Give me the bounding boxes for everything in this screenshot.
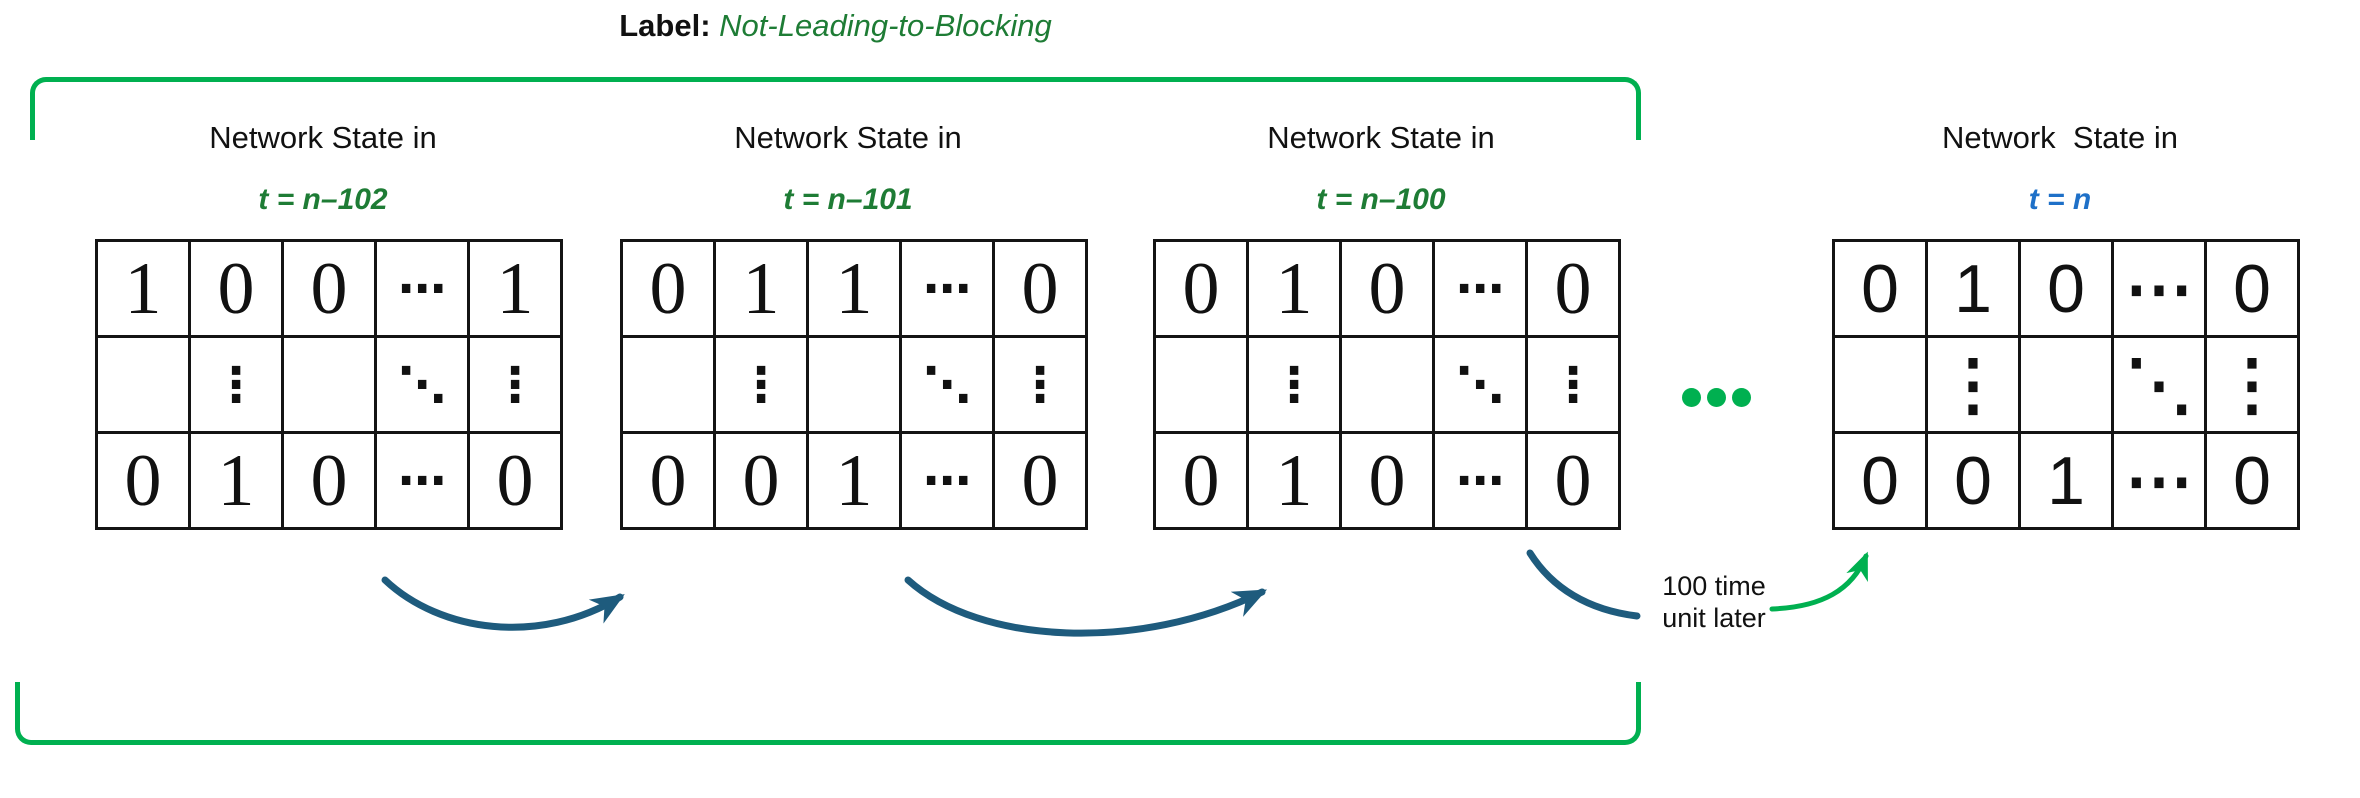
dot xyxy=(1707,388,1726,407)
matrix-cell: ⋯ xyxy=(899,239,995,338)
state-time-label: t = n–102 xyxy=(258,183,388,216)
matrix-cell: 0 xyxy=(1153,431,1249,530)
state-title: Network State in xyxy=(209,120,437,155)
top-bracket xyxy=(30,77,1641,140)
dot xyxy=(1682,388,1701,407)
matrix-cell: ⋮ xyxy=(713,335,809,434)
matrix-cell xyxy=(1832,335,1928,434)
state-time-label: t = n–101 xyxy=(783,183,913,216)
matrix-cell: 0 xyxy=(281,431,377,530)
matrix-cell: ⋱ xyxy=(899,335,995,434)
matrix-cell: ⋯ xyxy=(1432,239,1528,338)
matrix-cell: 0 xyxy=(620,239,716,338)
matrix-cell xyxy=(1339,335,1435,434)
matrix-cell: 0 xyxy=(2204,431,2300,530)
matrix-cell: 1 xyxy=(188,431,284,530)
matrix-cell: ⋱ xyxy=(1432,335,1528,434)
time-annotation: 100 time unit later xyxy=(1622,570,1806,634)
matrix-cell xyxy=(620,335,716,434)
matrix-cell: ⋱ xyxy=(374,335,470,434)
state-time-label: t = n–100 xyxy=(1316,183,1446,216)
matrix-cell: 1 xyxy=(1246,239,1342,338)
matrix-cell: ⋯ xyxy=(374,239,470,338)
matrix-cell: ⋮ xyxy=(1246,335,1342,434)
state-time-label: t = n xyxy=(2028,183,2092,216)
matrix-cell: 0 xyxy=(1339,431,1435,530)
state-title: Network State in xyxy=(734,120,962,155)
time-annotation-line1: 100 time xyxy=(1662,571,1766,601)
matrix-cell: 1 xyxy=(95,239,191,338)
matrix-cell: ⋱ xyxy=(2111,335,2207,434)
matrix-cell xyxy=(1153,335,1249,434)
matrix-cell: 0 xyxy=(992,239,1088,338)
matrix-cell: 0 xyxy=(1525,431,1621,530)
matrix-cell: 0 xyxy=(713,431,809,530)
matrix-cell: 0 xyxy=(1339,239,1435,338)
matrix-cell: ⋮ xyxy=(992,335,1088,434)
matrix-cell: ⋯ xyxy=(2111,239,2207,338)
figure-label-prefix: Label: xyxy=(619,8,711,43)
matrix-cell: 1 xyxy=(467,239,563,338)
matrix-cell: 1 xyxy=(806,239,902,338)
state-title: Network State in xyxy=(1267,120,1495,155)
matrix-cell: 0 xyxy=(1832,431,1928,530)
matrix-cell xyxy=(806,335,902,434)
matrix-cell: 0 xyxy=(281,239,377,338)
figure-label-value: Not-Leading-to-Blocking xyxy=(719,8,1052,43)
matrix-cell: 1 xyxy=(1246,431,1342,530)
matrix-cell: ⋯ xyxy=(2111,431,2207,530)
matrix-cell: ⋯ xyxy=(374,431,470,530)
matrix-cell: ⋮ xyxy=(2204,335,2300,434)
matrix-cell xyxy=(281,335,377,434)
matrix-cell: 0 xyxy=(467,431,563,530)
time-annotation-line2: unit later xyxy=(1662,603,1766,633)
matrix-cell: ⋮ xyxy=(188,335,284,434)
matrix-cell: 0 xyxy=(95,431,191,530)
transition-arrow-1 xyxy=(381,576,625,631)
matrix-cell: 0 xyxy=(620,431,716,530)
matrix-cell: ⋯ xyxy=(1432,431,1528,530)
matrix-cell: 1 xyxy=(806,431,902,530)
transition-arrow-3-tail xyxy=(1526,549,1641,620)
matrix-cell: ⋮ xyxy=(1925,335,2021,434)
matrix-cell xyxy=(2018,335,2114,434)
matrix-cell: ⋮ xyxy=(467,335,563,434)
matrix-cell: 0 xyxy=(1925,431,2021,530)
matrix-cell: ⋯ xyxy=(899,431,995,530)
matrix-cell: 0 xyxy=(188,239,284,338)
matrix-cell: 0 xyxy=(1525,239,1621,338)
figure-label: Label: Not-Leading-to-Blocking xyxy=(30,6,1641,46)
matrix-cell: ⋮ xyxy=(1525,335,1621,434)
matrix-cell: 0 xyxy=(2204,239,2300,338)
matrix-cell: 1 xyxy=(713,239,809,338)
state-title: Network State in xyxy=(1941,120,2179,155)
bottom-bracket xyxy=(15,682,1641,745)
matrix-cell: 0 xyxy=(1832,239,1928,338)
matrix-cell: 0 xyxy=(2018,239,2114,338)
continuation-dots-icon xyxy=(1682,388,1751,407)
matrix-cell: 0 xyxy=(1153,239,1249,338)
transition-arrow-2 xyxy=(904,576,1268,637)
matrix-cell: 1 xyxy=(1925,239,2021,338)
dot xyxy=(1732,388,1751,407)
matrix-cell: 1 xyxy=(2018,431,2114,530)
matrix-cell: 0 xyxy=(992,431,1088,530)
matrix-cell xyxy=(95,335,191,434)
